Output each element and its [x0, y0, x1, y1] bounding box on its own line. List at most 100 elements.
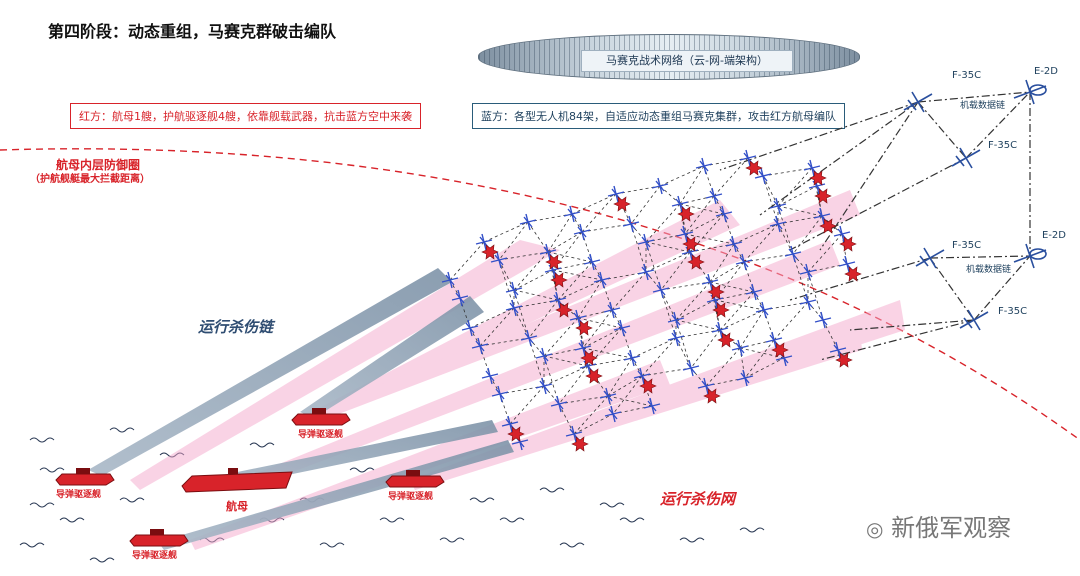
f35-label-2: F-35C	[988, 140, 1018, 151]
command-link	[719, 101, 919, 171]
burst-icon	[575, 320, 593, 336]
drone-icon	[736, 369, 754, 387]
burst-icon	[639, 378, 657, 394]
drone-icon	[451, 289, 469, 307]
blue-side-box: 蓝方：各型无人机84架，自适应动态重组马赛克集群，攻击红方航母编队	[472, 103, 845, 129]
drone-icon	[604, 405, 622, 423]
wave	[469, 497, 495, 503]
lattice-link	[547, 251, 593, 263]
drone-icon	[799, 293, 817, 311]
defense-ring-sublabel: （护航舰艇最大拦截距离）	[30, 174, 150, 185]
lattice-link	[714, 261, 745, 301]
lattice-link	[773, 301, 809, 341]
drone-icon	[643, 397, 661, 415]
lattice-link	[509, 385, 545, 425]
f35-icon	[959, 309, 989, 331]
lattice-link	[498, 259, 515, 309]
lattice-link	[611, 271, 647, 311]
lattice-link	[660, 281, 711, 291]
lattice-link	[543, 355, 589, 367]
wave	[619, 517, 645, 523]
lattice-link	[631, 337, 677, 359]
wave	[29, 437, 55, 443]
lattice-link	[581, 223, 632, 233]
drone-icon	[519, 213, 537, 231]
lattice-link	[659, 185, 681, 205]
lattice-link	[675, 319, 692, 369]
kill-web-beams	[130, 190, 905, 550]
drone-icon	[550, 395, 568, 413]
burst-icon	[682, 236, 700, 252]
drone-icon	[481, 367, 499, 385]
burst-icon	[571, 436, 589, 452]
command-link	[929, 255, 1031, 259]
lattice-link	[645, 241, 691, 253]
lattice-link	[679, 203, 725, 215]
watermark: ◎ 新俄军观察	[866, 508, 1011, 543]
drone-icon	[814, 311, 832, 329]
defense-ring-label: 航母内层防御圈	[56, 158, 141, 172]
lattice-link	[641, 367, 692, 377]
lattice-link	[675, 337, 692, 369]
lattice-link	[558, 365, 589, 405]
destroyer-3-label: 导弹驱逐舰	[388, 492, 434, 502]
lattice-link	[675, 299, 716, 321]
drone-icon	[784, 245, 802, 263]
drone-icon	[715, 205, 733, 223]
drone-icon	[593, 271, 611, 289]
destroyer-3	[385, 470, 445, 488]
lattice-link	[645, 241, 662, 291]
lattice-link	[573, 413, 614, 435]
lattice-link	[743, 253, 794, 263]
page-title: 第四阶段：动态重组，马赛克群破击编队	[48, 22, 337, 41]
wave	[119, 497, 145, 503]
lattice-link	[581, 193, 617, 233]
lattice-link	[582, 309, 613, 349]
lattice-link	[807, 233, 843, 273]
drone-icon	[695, 157, 713, 175]
lattice-link	[571, 193, 617, 215]
wave	[439, 537, 465, 543]
lattice-link	[645, 203, 681, 243]
wave	[89, 557, 115, 563]
lattice-link	[547, 213, 573, 253]
lattice-link	[714, 299, 765, 311]
drone-icon	[725, 235, 743, 253]
lattice-link	[744, 339, 775, 379]
lattice-link	[543, 355, 560, 405]
wave	[349, 467, 375, 473]
datalink-label-1: 机载数据链	[960, 101, 1006, 111]
burst-icon	[585, 368, 603, 384]
lattice-link	[684, 213, 725, 235]
wave	[319, 542, 345, 548]
lattice-link	[557, 261, 593, 301]
drone-icon	[769, 215, 787, 233]
burst-icon	[677, 206, 695, 222]
burst-icon	[703, 388, 721, 404]
command-links	[719, 91, 1031, 361]
destroyer-1	[291, 408, 351, 426]
lattice-link	[528, 337, 545, 387]
drone-icon	[461, 319, 479, 337]
burst-icon	[481, 244, 499, 260]
lattice-link	[630, 223, 647, 273]
gray-beam	[88, 268, 452, 476]
lattice-link	[709, 243, 735, 283]
burst-icon	[809, 170, 827, 186]
lattice-link	[744, 357, 785, 379]
lattice-link	[630, 185, 661, 225]
e2d-label-1: E-2D	[1034, 66, 1058, 77]
wave	[39, 467, 65, 473]
burst-icon	[550, 272, 568, 288]
wave	[739, 527, 765, 533]
f35-label-3: F-35C	[952, 240, 982, 251]
lattice-link	[552, 231, 583, 271]
lattice-link	[719, 309, 765, 331]
gray-beam	[300, 296, 484, 418]
lattice-link	[762, 175, 779, 207]
drone-icon	[441, 271, 459, 289]
destroyer-4-label: 导弹驱逐舰	[132, 551, 178, 561]
lattice-link	[777, 205, 794, 255]
